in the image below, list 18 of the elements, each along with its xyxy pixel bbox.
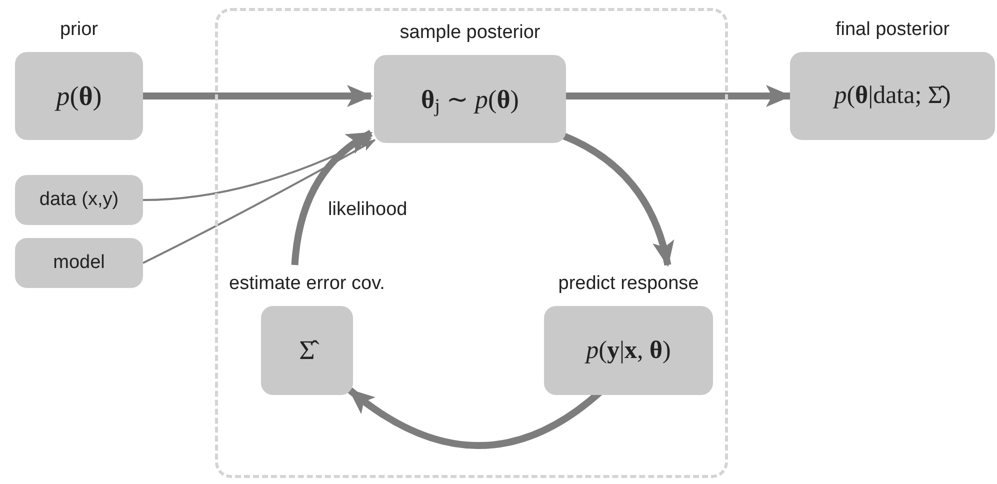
node-heading: prior bbox=[60, 18, 98, 42]
math-formula: p(θ|data; Σ̂) bbox=[834, 81, 951, 112]
node-heading: predict response bbox=[558, 272, 699, 296]
math-formula: p(y|x, θ) bbox=[586, 336, 671, 366]
dashed-group-frame bbox=[215, 8, 728, 478]
arrow bbox=[143, 85, 373, 107]
math-formula: θ$_{j}$ ∼ p(θ) bbox=[421, 84, 519, 118]
arrow bbox=[142, 137, 372, 201]
node-heading: estimate error cov. bbox=[229, 272, 385, 296]
node-heading: final posterior bbox=[835, 18, 950, 42]
node-heading: sample posterior bbox=[400, 21, 540, 45]
arrow bbox=[142, 139, 376, 264]
math-formula: p(θ) bbox=[56, 80, 102, 113]
node-label: data (x,y) bbox=[39, 188, 119, 212]
node-label: model bbox=[53, 250, 105, 275]
arrow bbox=[562, 132, 674, 267]
arrow bbox=[348, 387, 602, 449]
arrow bbox=[291, 130, 373, 266]
